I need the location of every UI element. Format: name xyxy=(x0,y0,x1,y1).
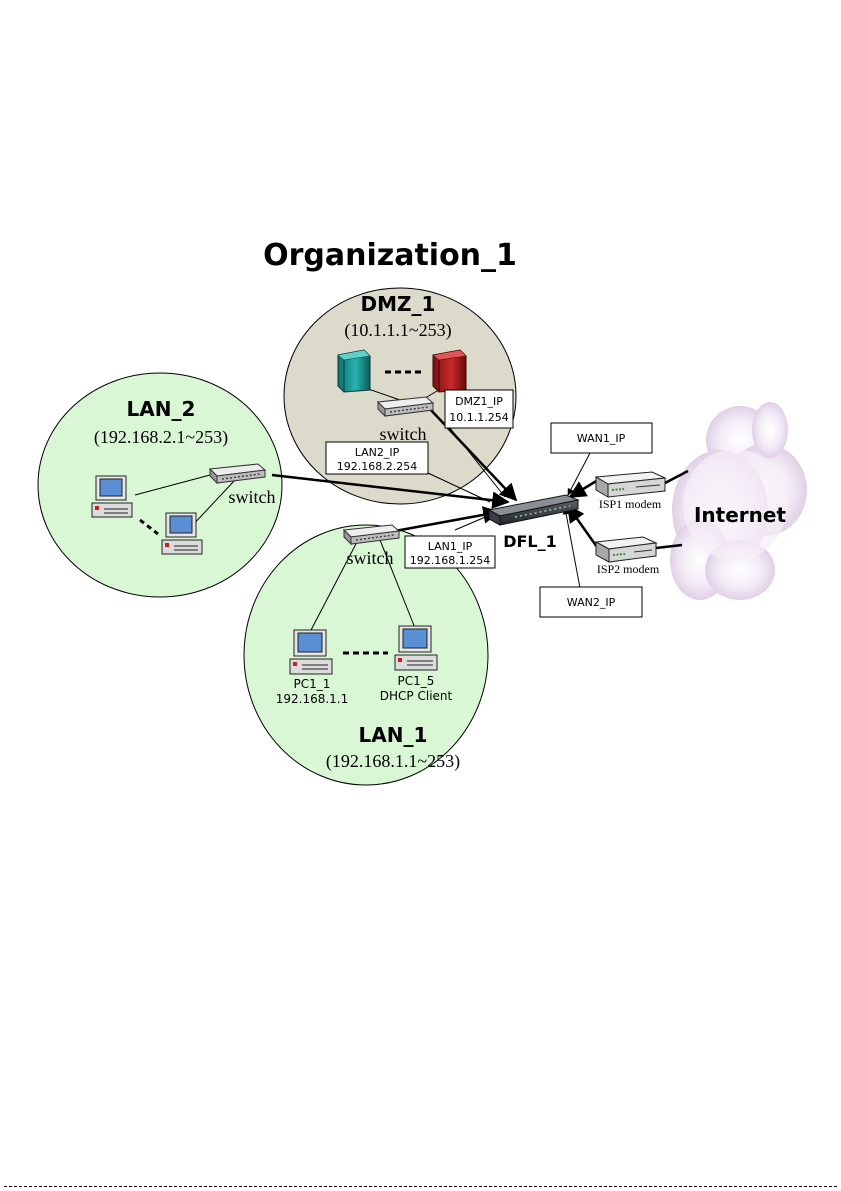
lan2-switch-label: switch xyxy=(229,487,276,507)
lan1-zone-name: LAN_1 xyxy=(359,723,428,747)
wan1-ip-box: WAN1_IP xyxy=(551,423,652,453)
dmz1-ip-name: DMZ1_IP xyxy=(455,395,503,408)
pc1-5-name: PC1_5 xyxy=(398,674,435,688)
isp1-modem-label: ISP1 modem xyxy=(599,497,662,511)
lan1-ip-addr: 192.168.1.254 xyxy=(410,554,490,567)
firewall-icon xyxy=(489,495,578,525)
dmz1-ip-addr: 10.1.1.254 xyxy=(449,411,508,424)
lan2-pc-2-icon xyxy=(162,513,202,554)
pc1-1-addr: 192.168.1.1 xyxy=(276,692,349,706)
lan2-ip-name: LAN2_IP xyxy=(355,446,400,459)
lan1-zone-range: (192.168.1.1~253) xyxy=(326,751,460,772)
dmz-server-red-icon xyxy=(433,350,466,392)
lan1-ip-name: LAN1_IP xyxy=(428,540,473,553)
lan2-zone-range: (192.168.2.1~253) xyxy=(94,427,228,448)
pc1-5-addr: DHCP Client xyxy=(380,689,453,703)
lan1-switch-label: switch xyxy=(347,548,394,568)
lan2-pc-1-icon xyxy=(92,476,132,517)
wan2-ip-box: WAN2_IP xyxy=(540,587,642,617)
wan2-ip-name: WAN2_IP xyxy=(567,596,616,609)
internet-label: Internet xyxy=(694,503,786,527)
pc1-1-icon xyxy=(290,630,332,674)
wan1-ip-name: WAN1_IP xyxy=(577,432,626,445)
isp2-modem-icon xyxy=(596,537,656,562)
lan2-ip-addr: 192.168.2.254 xyxy=(337,460,417,473)
lan1-ip-box: LAN1_IP 192.168.1.254 xyxy=(405,536,495,568)
firewall-name: DFL_1 xyxy=(503,532,557,551)
isp1-modem-icon xyxy=(596,472,665,497)
lan2-zone-name: LAN_2 xyxy=(127,397,196,421)
page-bottom-rule xyxy=(4,1186,837,1187)
isp2-modem-label: ISP2 modem xyxy=(597,562,660,576)
pc1-1-name: PC1_1 xyxy=(294,677,331,691)
diagram-title: Organization_1 xyxy=(263,238,517,273)
lan2-ip-box: LAN2_IP 192.168.2.254 xyxy=(326,442,428,474)
dmz-zone-range: (10.1.1.1~253) xyxy=(344,320,451,341)
dmz-switch-label: switch xyxy=(380,424,427,444)
internet-cloud xyxy=(670,402,807,600)
dmz-zone-name: DMZ_1 xyxy=(361,292,436,316)
dmz1-ip-box: DMZ1_IP 10.1.1.254 xyxy=(445,390,513,428)
dmz-server-teal-icon xyxy=(338,350,370,392)
pc1-5-icon xyxy=(395,626,437,670)
